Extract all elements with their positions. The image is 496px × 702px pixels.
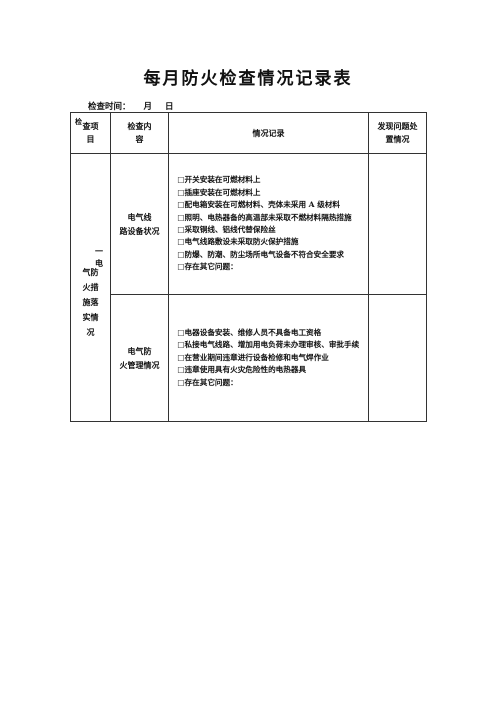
checkbox-item[interactable]: □防爆、防潮、防尘场所电气设备不符合安全要求 — [177, 249, 345, 259]
checkbox-item[interactable]: □插座安装在可燃材料上 — [177, 187, 261, 197]
content-wiring-line2: 路设备状况 — [119, 226, 160, 236]
table-row: 电气防 火管理情况 □电器设备安装、维修人员不具备电工资格 □私接电气线路、增加… — [71, 294, 427, 422]
header-content-line2: 容 — [135, 134, 144, 144]
category-line: 况 — [86, 327, 95, 337]
checkbox-item[interactable]: □在营业期间违章进行设备检修和电气焊作业 — [177, 352, 329, 362]
category-line: 施落 — [82, 297, 99, 307]
inspection-time-label: 检查时间： — [88, 102, 131, 112]
checkbox-item[interactable]: □存在其它问题： — [177, 377, 238, 387]
header-item-fragment: 检 — [75, 117, 82, 126]
category-line: 火措 — [82, 282, 99, 292]
header-content-line1: 检查内 — [127, 121, 152, 131]
checkbox-item[interactable]: □电气线路敷设未采取防火保护措施 — [177, 237, 299, 247]
record-cell-wiring: □开关安装在可燃材料上 □插座安装在可燃材料上 □配电箱安装在可燃材料、壳体未采… — [168, 153, 369, 295]
inspection-time-row: 检查时间： 月 日 — [88, 100, 183, 112]
issue-cell-wiring[interactable] — [368, 153, 427, 295]
month-label: 月 — [143, 102, 152, 112]
category-fragment-b: 电 — [95, 258, 103, 268]
category-fragment-a: 一 — [95, 246, 103, 256]
checkbox-item[interactable]: □配电箱安装在可燃材料、壳体未采用 A 级材料 — [177, 200, 340, 210]
checkbox-item[interactable]: □采取铜线、铝线代替保险丝 — [177, 225, 276, 234]
content-cell-management: 电气防 火管理情况 — [110, 294, 169, 422]
inspection-record-table: 检 查项 目 检查内 容 情况记录 发现问题处 置情况 一 电 气防 火措 施落… — [70, 112, 427, 422]
checkbox-item[interactable]: □违章使用具有火灾危险性的电热器具 — [177, 365, 307, 375]
header-content-cell: 检查内 容 — [110, 112, 169, 154]
category-label: 气防 火措 施落 实情 况 — [71, 235, 110, 340]
category-line: 实情 — [82, 312, 99, 322]
checkbox-item[interactable]: □照明、电热器备的高温部未采取不燃材料隔热措施 — [177, 212, 352, 222]
record-cell-management: □电器设备安装、维修人员不具备电工资格 □私接电气线路、增加用电负荷未办理审核、… — [168, 294, 369, 422]
day-label: 日 — [164, 102, 174, 112]
checkbox-item[interactable]: □私接电气线路、增加用电负荷未办理审核、审批手续 — [177, 340, 360, 350]
checkbox-item[interactable]: □存在其它问题： — [177, 262, 238, 272]
header-record-cell: 情况记录 — [168, 112, 369, 154]
header-item-line2: 目 — [86, 134, 95, 144]
content-cell-wiring: 电气线 路设备状况 — [110, 153, 169, 295]
checkbox-item[interactable]: □开关安装在可燃材料上 — [177, 175, 261, 185]
header-issue-cell: 发现问题处 置情况 — [368, 112, 427, 154]
content-management-line2: 火管理情况 — [119, 360, 160, 370]
header-item-cell: 检 查项 目 — [70, 112, 111, 154]
category-cell: 一 电 气防 火措 施落 实情 况 — [70, 153, 111, 422]
content-management-line1: 电气防 — [127, 346, 152, 356]
page-title: 每月防火检查情况记录表 — [143, 69, 353, 89]
issue-cell-management[interactable] — [368, 294, 427, 422]
checkbox-item[interactable]: □电器设备安装、维修人员不具备电工资格 — [177, 327, 322, 337]
category-line: 气防 — [82, 267, 99, 277]
table-row: 一 电 气防 火措 施落 实情 况 电气线 路设备状况 □开关安装在可燃材料上 … — [70, 153, 427, 422]
header-item-line1: 查项 — [82, 121, 99, 131]
header-issue-line2: 置情况 — [385, 134, 410, 144]
header-issue-line1: 发现问题处 — [377, 121, 418, 131]
table-header-row: 检 查项 目 检查内 容 情况记录 发现问题处 置情况 — [70, 112, 427, 154]
content-wiring-line1: 电气线 — [127, 212, 152, 222]
